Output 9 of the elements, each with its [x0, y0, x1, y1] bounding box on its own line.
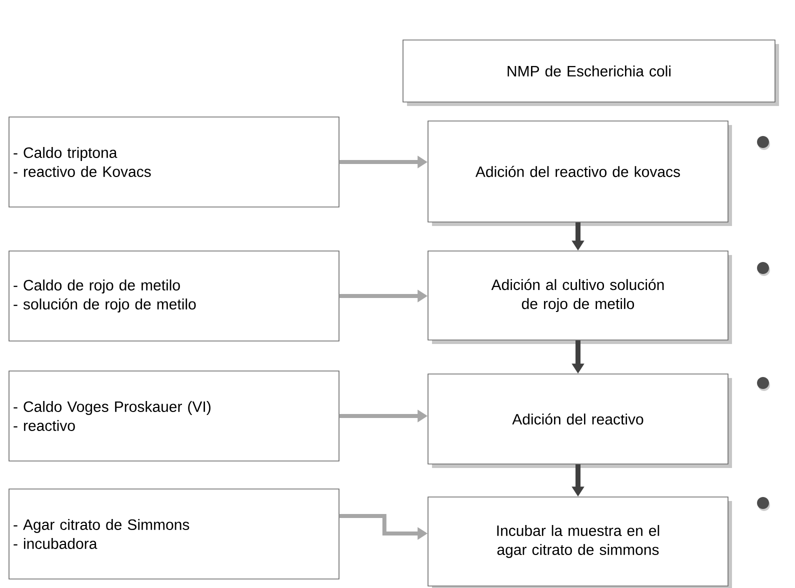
process-box: Adición del reactivo de kovacs [428, 120, 732, 226]
process-box: Adición al cultivo solución de rojo de metilo [428, 250, 732, 344]
process-box: Adición del reactivo [428, 374, 732, 468]
process-box: Incubar la muestra en el agar citrato de simmons [428, 496, 732, 588]
input-box: - Caldo Voges Proskauer (VI) - reactivo [8, 370, 340, 462]
input-box: - Caldo triptona - reactivo de Kovacs [8, 116, 340, 208]
title-box: NMP de Escherichia coli [402, 40, 779, 106]
input-box: - Agar citrato de Simmons - incubadora [8, 488, 340, 580]
input-box: - Caldo de rojo de metilo - solución de rojo de metilo [8, 250, 340, 342]
